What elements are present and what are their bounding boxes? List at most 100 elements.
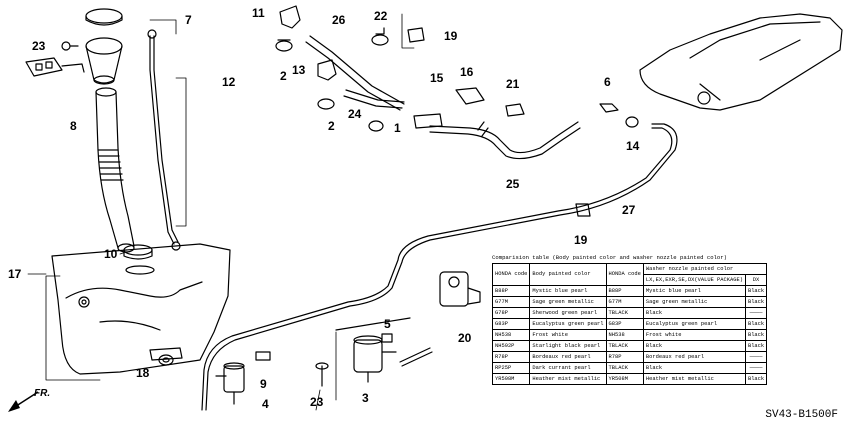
callout: 17 [8, 267, 22, 281]
table-cell-dx: Black [744, 285, 768, 297]
table-cell-dx: ———— [744, 362, 768, 374]
table-cell-ncolor: Frost white [642, 329, 746, 341]
table-cell-ncolor: Eucalyptus green pearl [642, 318, 746, 330]
table-cell-ncolor: Sage green metallic [642, 296, 746, 308]
table-cell-code: YR508M [491, 373, 531, 385]
leader-lines [27, 13, 415, 411]
washer-pump-4 [215, 362, 245, 405]
table-cell-body: Heather mist metallic [529, 373, 607, 385]
callout: 4 [262, 397, 269, 411]
bolt-23-top [61, 41, 79, 51]
bolt-23-bottom [315, 362, 329, 387]
callout: 9 [260, 377, 267, 391]
header-honda-code: HONDA code [491, 263, 531, 286]
table-cell-ncode: R78P [605, 351, 644, 363]
table-cell-ncode: B88P [605, 285, 644, 297]
table-cell-code: B88P [491, 285, 531, 297]
nozzle-13 [317, 59, 337, 81]
header-nozzle-color: Washer nozzle painted color [642, 263, 768, 275]
tank-cap-7 [85, 8, 123, 85]
table-cell-ncode: TBLACK [605, 362, 644, 374]
table-cell-dx: Black [744, 340, 768, 352]
grommet-18 [158, 354, 174, 366]
hose-25 [429, 121, 581, 160]
callout: 3 [362, 391, 369, 405]
table-cell-ncode: G83P [605, 318, 644, 330]
table-cell-dx: Black [744, 296, 768, 308]
table-cell-code: NH538 [491, 329, 531, 341]
callout: 19 [444, 29, 458, 43]
table-cell-body: Frost white [529, 329, 607, 341]
callout: 6 [604, 75, 611, 89]
front-direction-arrow: FR. [8, 388, 50, 412]
header-variants: LX,EX,EXR,SE,DX(VALUE PACKAGE) [642, 274, 746, 286]
valve-16 [455, 87, 485, 105]
callout: 14 [626, 139, 640, 153]
table-cell-dx: Black [744, 373, 768, 385]
table-cell-code: RP25P [491, 362, 531, 374]
callout: 12 [222, 75, 236, 89]
callout: 13 [292, 63, 306, 77]
color-comparison-table: Comparision table (Body painted color an… [491, 254, 768, 385]
joint-15 [413, 113, 443, 129]
header-body-color: Body painted color [529, 263, 607, 286]
washer-tube-27 [201, 123, 678, 411]
callout: 23 [32, 39, 46, 53]
table-cell-ncode: NH538 [605, 329, 644, 341]
level-rod-12 [147, 29, 181, 251]
callout: 16 [460, 65, 474, 79]
table-cell-dx: Black [744, 318, 768, 330]
table-cell-code: G77M [491, 296, 531, 308]
washer-pump-3 [335, 317, 411, 383]
seal-9 [255, 351, 271, 361]
table-title: Comparision table (Body painted color an… [492, 254, 727, 261]
joint-14 [625, 116, 639, 128]
table-cell-ncolor: Bordeaux red pearl [642, 351, 746, 363]
table-cell-body: Dark currant pearl [529, 362, 607, 374]
header-honda-code-2: HONDA code [605, 263, 644, 286]
table-cell-ncolor: Heather mist metallic [642, 373, 746, 385]
joint-21 [505, 103, 525, 117]
callout: 20 [458, 331, 472, 345]
header-dx: DX [744, 274, 768, 286]
nozzle-2b [317, 98, 335, 110]
table-cell-body: Sherwood green pearl [529, 307, 607, 319]
filler-neck-8 [95, 87, 135, 253]
callout-numbers: 11 26 22 19 7 23 2 13 2 12 15 16 21 6 24… [8, 6, 640, 411]
callout: 26 [332, 13, 346, 27]
table-cell-ncode: YR508M [605, 373, 644, 385]
washer-motor-20 [439, 271, 481, 307]
nozzle-11 [279, 5, 301, 29]
table-cell-body: Starlight black pearl [529, 340, 607, 352]
clip-bracket [25, 57, 85, 77]
washer-tank-17 [51, 243, 231, 375]
callout: 18 [136, 366, 150, 380]
table-cell-body: Mystic blue pearl [529, 285, 607, 297]
tube-end [399, 347, 433, 367]
callout: 1 [394, 121, 401, 135]
table-cell-body: Sage green metallic [529, 296, 607, 308]
table-cell-dx: ———— [744, 307, 768, 319]
table-cell-ncolor: Black [642, 362, 746, 374]
table-cell-code: G78P [491, 307, 531, 319]
direction-label: FR. [34, 388, 50, 399]
callout: 7 [185, 13, 192, 27]
callout: 15 [430, 71, 444, 85]
table-cell-ncode: TBLACK [605, 307, 644, 319]
joint-6 [599, 103, 619, 113]
diagram-code: SV43-B1500F [765, 409, 838, 421]
callout: 5 [384, 317, 391, 331]
callout: 25 [506, 177, 520, 191]
clip-22 [371, 27, 389, 46]
nozzle-2a [275, 39, 293, 52]
callout: 11 [252, 6, 265, 20]
callout: 19 [574, 233, 588, 247]
